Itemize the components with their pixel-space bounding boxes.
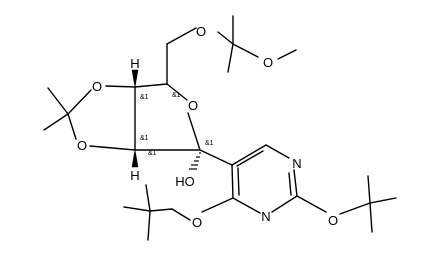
hydrogen-atom-top: H (130, 56, 139, 71)
hashed-wedge-oh (189, 152, 201, 170)
atom-labels: O O O O O HO H H N N O O (77, 24, 338, 230)
stereo-label-c4: &1 (172, 92, 181, 99)
oxygen-atom-dioxolane-bottom: O (77, 138, 87, 153)
bonds (43, 15, 397, 241)
stereo-label-c5: &1 (148, 150, 157, 157)
stereo-bonds (131, 69, 201, 170)
nitrogen-atom-bottom: N (261, 209, 270, 224)
oxygen-atom-ring: O (188, 98, 198, 113)
oxygen-atom-dioxolane-top: O (92, 79, 102, 94)
oxygen-atom-ether: O (196, 24, 206, 39)
stereo-label-c2: &1 (140, 135, 149, 142)
oxygen-atom-tbuo-right: O (328, 213, 338, 228)
hydroxyl-group: HO (175, 174, 195, 189)
stereo-label-c3: &1 (140, 94, 149, 101)
hydrogen-atom-bottom: H (130, 168, 139, 183)
stereo-labels: &1 &1 &1 &1 &1 (140, 92, 214, 157)
stereo-label-c1: &1 (205, 140, 214, 147)
oxygen-atom-methoxy: O (263, 55, 273, 70)
oxygen-atom-tbuo-left: O (192, 215, 202, 230)
nitrogen-atom-top: N (292, 156, 301, 171)
